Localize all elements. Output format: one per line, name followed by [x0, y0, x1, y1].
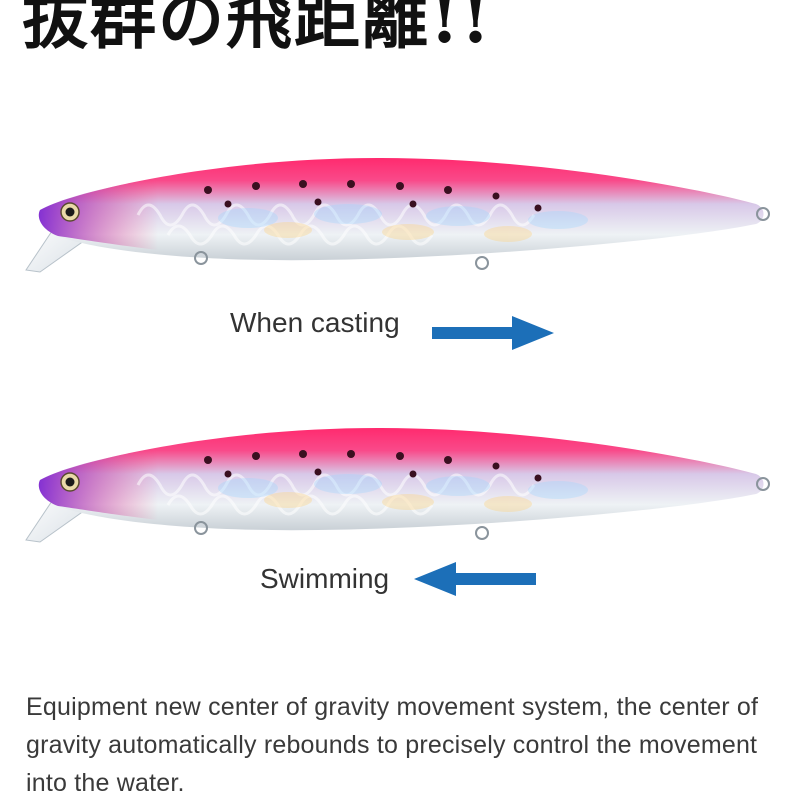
headline: 抜群の飛距離!!: [22, 0, 492, 58]
lure-image-casting: [18, 140, 778, 280]
caption-swimming: Swimming: [260, 563, 390, 594]
arrow-right-icon: [432, 316, 554, 350]
arrow-left-icon: [414, 562, 536, 596]
lure-image-swimming: [18, 410, 778, 550]
description-text: Equipment new center of gravity movement…: [26, 693, 759, 797]
caption-when-casting: When casting: [230, 307, 400, 338]
